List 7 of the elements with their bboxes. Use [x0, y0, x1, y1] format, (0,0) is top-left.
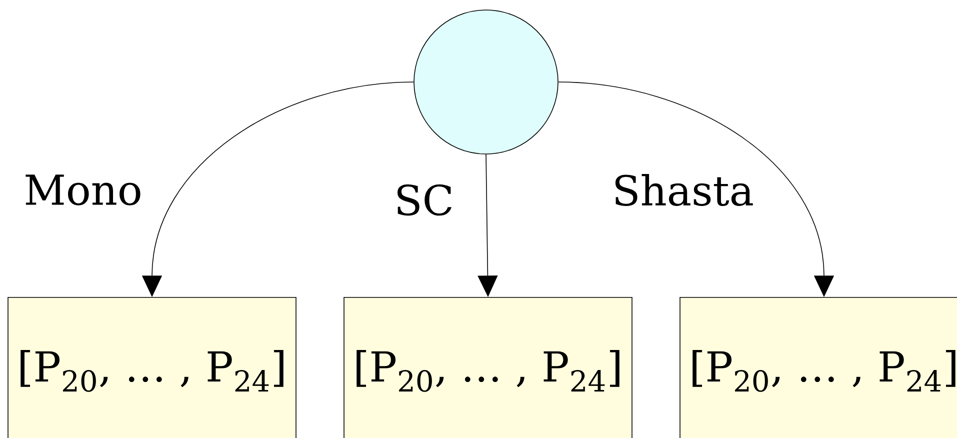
process-box: [P$_{20}$, … , P$_{24}$]	[344, 297, 632, 438]
process-box: [P$_{20}$, … , P$_{24}$]	[8, 297, 296, 438]
edge-label: Shasta	[610, 172, 756, 208]
process-box: [P$_{20}$, … , P$_{24}$]	[680, 297, 957, 438]
edge-label: Mono	[22, 173, 144, 207]
edge-label: SC	[392, 183, 456, 217]
circle	[414, 10, 558, 154]
